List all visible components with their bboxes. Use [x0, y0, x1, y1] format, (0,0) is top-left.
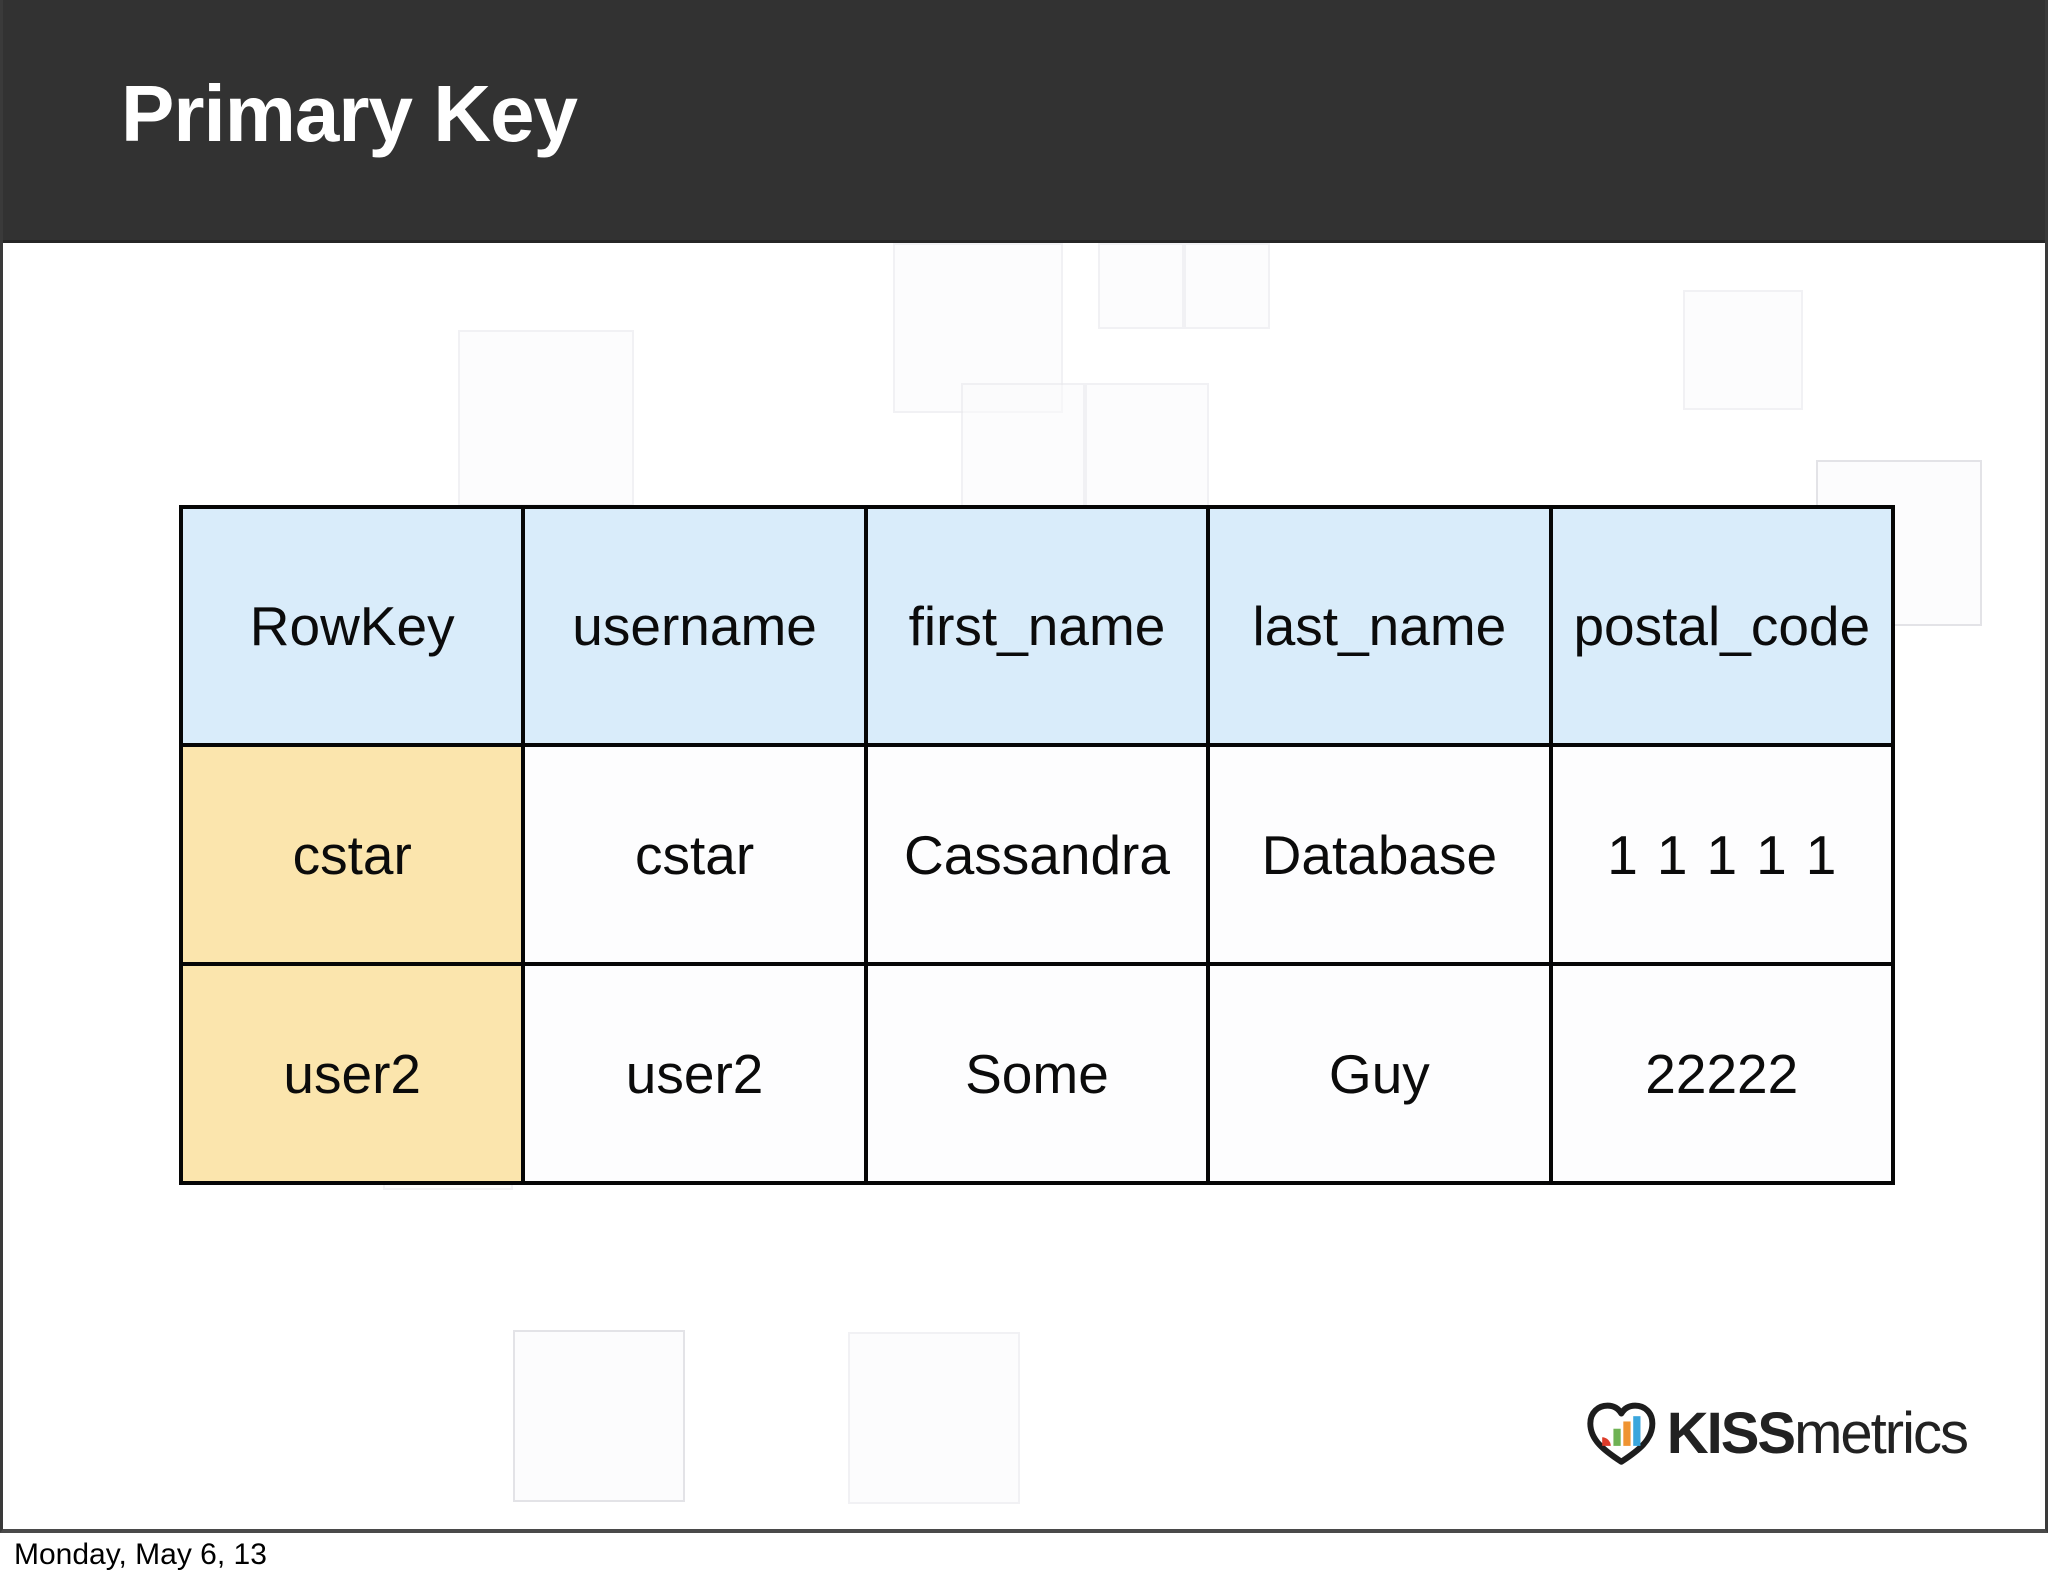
background-square	[848, 1332, 1020, 1504]
slide-header-bar: Primary Key	[3, 0, 2045, 243]
kissmetrics-heart-chart-icon	[1585, 1401, 1659, 1467]
table-row: cstar cstar Cassandra Database 11111	[178, 743, 1896, 966]
background-square	[1085, 383, 1209, 507]
slide-date: Monday, May 6, 13	[14, 1538, 267, 1571]
column-header-first-name: first_name	[863, 505, 1211, 747]
cell-postal-code-row1: 11111	[1548, 743, 1896, 966]
kissmetrics-wordmark: KISSmetrics	[1666, 1400, 1969, 1467]
kissmetrics-word-bold: KISS	[1666, 1401, 1796, 1466]
cell-username-row1: cstar	[521, 743, 868, 966]
cell-rowkey-row2: user2	[178, 962, 526, 1185]
background-square	[961, 383, 1085, 507]
background-square	[458, 330, 634, 506]
cell-postal-code-row2: 22222	[1548, 962, 1896, 1185]
slide-canvas: Primary Key RowKey username first_name l…	[0, 0, 2048, 1533]
cell-last-name-row2: Guy	[1206, 962, 1553, 1185]
column-header-rowkey: RowKey	[178, 505, 526, 747]
table-header-row: RowKey username first_name last_name pos…	[178, 505, 1896, 747]
cell-first-name-row1: Cassandra	[863, 743, 1211, 966]
kissmetrics-logo: KISSmetrics	[1585, 1400, 1969, 1467]
background-square	[1098, 243, 1184, 329]
cell-last-name-row1: Database	[1206, 743, 1553, 966]
cell-first-name-row2: Some	[863, 962, 1211, 1185]
cell-username-row2: user2	[521, 962, 868, 1185]
column-header-postal-code: postal_code	[1548, 505, 1896, 747]
cell-rowkey-row1: cstar	[178, 743, 526, 966]
page-title: Primary Key	[121, 69, 578, 158]
background-square	[513, 1330, 685, 1502]
background-square	[1683, 290, 1803, 410]
column-header-last-name: last_name	[1206, 505, 1553, 747]
table-row: user2 user2 Some Guy 22222	[178, 962, 1896, 1185]
primary-key-table: RowKey username first_name last_name pos…	[178, 505, 1896, 1185]
kissmetrics-word-regular: metrics	[1794, 1401, 1969, 1466]
column-header-username: username	[521, 505, 868, 747]
background-square	[1184, 243, 1270, 329]
